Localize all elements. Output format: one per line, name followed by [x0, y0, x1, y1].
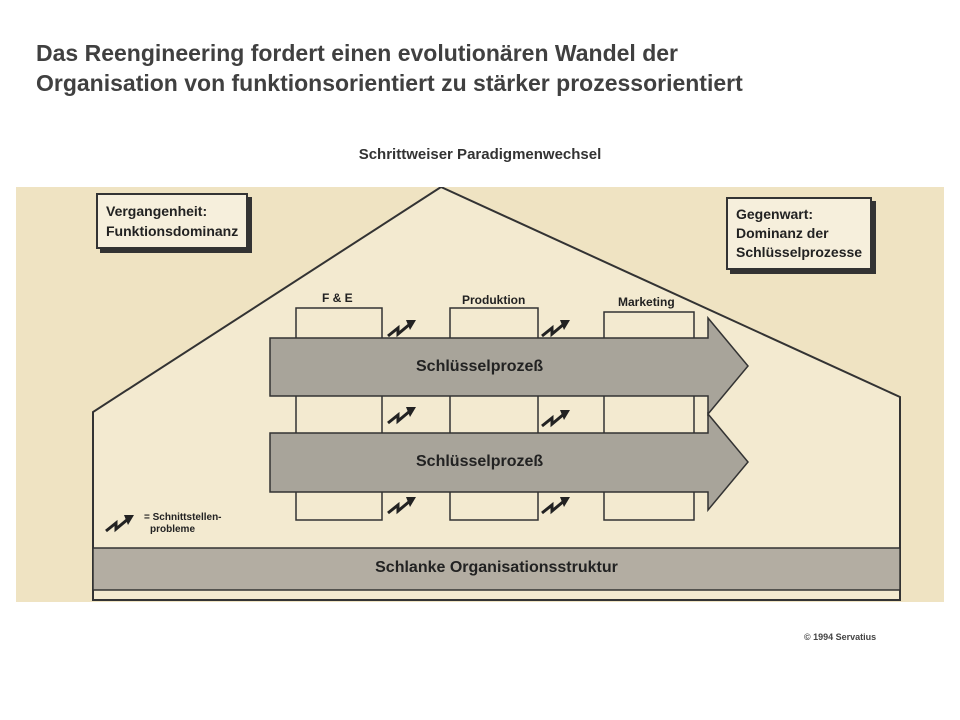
process-arrow-2-label: Schlüsselprozeß	[416, 453, 544, 470]
present-box-line: Gegenwart:	[736, 206, 814, 222]
function-label-marketing: Marketing	[618, 295, 675, 309]
legend-line: = Schnittstellen-	[144, 512, 222, 523]
diagram-subtitle: Schrittweiser Paradigmenwechsel	[358, 146, 602, 163]
foundation-label: Schlanke Organisationsstruktur	[375, 559, 618, 576]
function-label-fe: F & E	[322, 291, 353, 305]
process-arrow-1-label: Schlüsselprozeß	[416, 358, 544, 375]
legend-line: probleme	[150, 524, 196, 535]
process-arrow-1	[269, 315, 749, 417]
function-label-produktion: Produktion	[462, 293, 526, 307]
legend-text: = Schnittstellen- probleme	[144, 512, 222, 536]
title-line-1: Das Reengineering fordert einen evolutio…	[36, 40, 678, 66]
present-box-line: Schlüsselprozesse	[736, 244, 863, 260]
past-box: Vergangenheit: Funktionsdominanz	[96, 193, 249, 249]
slide-title: Das Reengineering fordert einen evolutio…	[36, 38, 743, 98]
title-line-2: Organisation von funktionsorientiert zu …	[36, 70, 743, 96]
present-box: Gegenwart: Dominanz der Schlüsselprozess…	[726, 197, 873, 270]
foundation-bar	[92, 547, 901, 591]
past-box-line: Vergangenheit:	[106, 203, 208, 219]
house-diagram-graphic	[92, 187, 901, 601]
present-box-line: Dominanz der	[736, 225, 829, 241]
past-box-line: Funktionsdominanz	[106, 223, 239, 239]
copyright: © 1994 Servatius	[804, 632, 877, 642]
paradigm-shift-diagram: Vergangenheit: Funktionsdominanz Gegenwa…	[16, 187, 944, 602]
process-arrow-2	[269, 411, 749, 513]
